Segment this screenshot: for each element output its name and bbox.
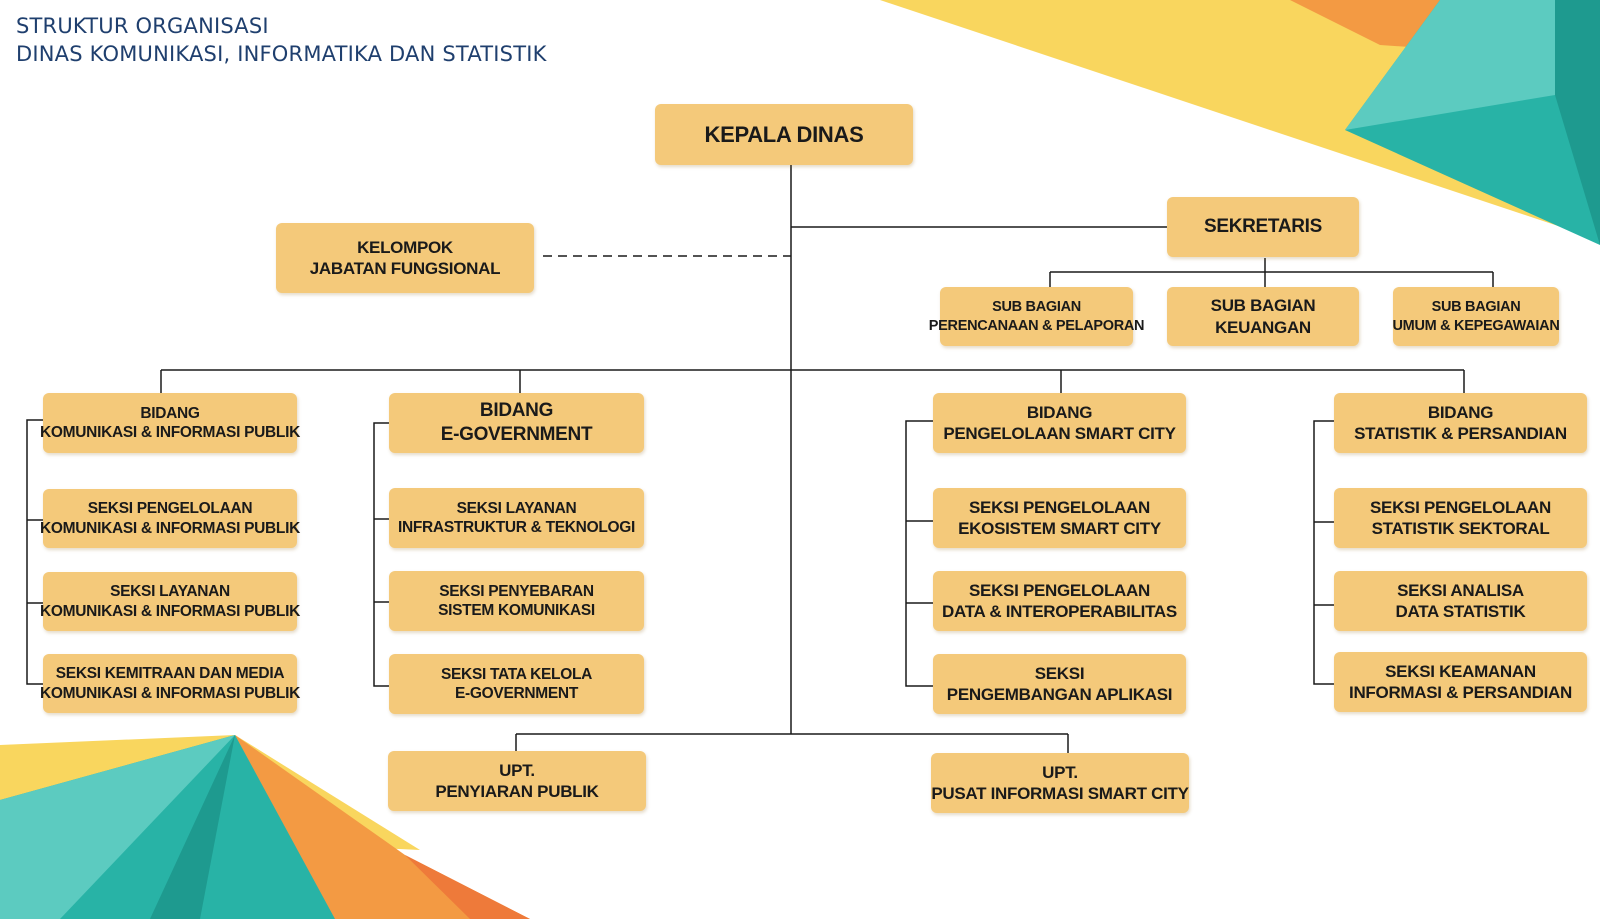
seksi-label-line-2: INFRASTRUKTUR & TEKNOLOGI: [397, 519, 636, 536]
seksi-box: SEKSI PENYEBARAN SISTEM KOMUNIKASI: [389, 571, 644, 631]
subbagian-label-line-1: SUB BAGIAN: [1431, 299, 1521, 316]
seksi-label-line-2: EKOSISTEM SMART CITY: [958, 519, 1161, 538]
bidang-label-line-2: STATISTIK & PERSANDIAN: [1354, 424, 1567, 443]
orange-shape-dark: [405, 855, 530, 919]
seksi-box: SEKSI KEMITRAAN DAN MEDIA KOMUNIKASI & I…: [40, 654, 300, 713]
bidang-3-bracket-line: [905, 420, 933, 687]
seksi-box: SEKSI PENGEMBANGAN APLIKASI: [933, 654, 1186, 714]
seksi-box: SEKSI PENGELOLAAN KOMUNIKASI & INFORMASI…: [40, 489, 300, 548]
seksi-label-line-1: SEKSI LAYANAN: [456, 499, 577, 517]
kepala-dinas-label: KEPALA DINAS: [704, 121, 864, 147]
seksi-label-line-1: SEKSI PENGELOLAAN: [87, 500, 253, 518]
subbagian-perencanaan-box: SUB BAGIAN PERENCANAAN & PELAPORAN: [929, 287, 1145, 346]
teal-shape-light: [1345, 0, 1555, 130]
upt-label-line-2: PUSAT INFORMASI SMART CITY: [931, 784, 1189, 803]
bidang-2-bracket-line: [373, 422, 389, 687]
seksi-label-line-2: DATA & INTEROPERABILITAS: [942, 602, 1177, 621]
seksi-label-line-1: SEKSI KEMITRAAN DAN MEDIA: [55, 665, 285, 683]
subbagian-keuangan-box: SUB BAGIAN KEUANGAN: [1167, 287, 1359, 346]
kepala-dinas-box: KEPALA DINAS: [655, 104, 913, 165]
seksi-label-line-1: SEKSI PENGELOLAAN: [969, 580, 1150, 600]
seksi-label-line-2: INFORMASI & PERSANDIAN: [1349, 683, 1572, 702]
teal-shape-shade: [1555, 0, 1600, 245]
kelompok-label-line-1: KELOMPOK: [357, 237, 453, 257]
seksi-box: SEKSI PENGELOLAAN EKOSISTEM SMART CITY: [933, 488, 1186, 548]
upt-label-line-1: UPT.: [1042, 762, 1078, 782]
seksi-box: SEKSI LAYANAN INFRASTRUKTUR & TEKNOLOGI: [389, 488, 644, 548]
teal-shape-light: [0, 735, 235, 919]
seksi-label-line-2: KOMUNIKASI & INFORMASI PUBLIK: [40, 602, 300, 620]
sekretaris-box: SEKRETARIS: [1167, 197, 1359, 257]
kelompok-label-line-2: JABATAN FUNGSIONAL: [309, 259, 501, 278]
seksi-label-line-2: PENGEMBANGAN APLIKASI: [946, 685, 1173, 704]
bidang-label-line-1: BIDANG: [479, 400, 554, 422]
bidang-label-line-2: KOMUNIKASI & INFORMASI PUBLIK: [40, 424, 300, 441]
bidang-e-government-box: BIDANG E-GOVERNMENT: [389, 393, 644, 453]
bidang-statistik-persandian-box: BIDANG STATISTIK & PERSANDIAN: [1334, 393, 1587, 453]
bidang-4-bracket-line: [1313, 420, 1334, 685]
upt-penyiaran-publik-box: UPT. PENYIARAN PUBLIK: [388, 751, 646, 811]
seksi-label-line-1: SEKSI PENGELOLAAN: [1370, 497, 1551, 517]
subbagian-label-line-2: PERENCANAAN & PELAPORAN: [928, 317, 1145, 334]
subbagian-label-line-2: KEUANGAN: [1215, 317, 1311, 337]
bottom-left-decoration: [0, 735, 530, 919]
seksi-box: SEKSI TATA KELOLA E-GOVERNMENT: [389, 654, 644, 714]
kelompok-jabatan-fungsional-box: KELOMPOK JABATAN FUNGSIONAL: [276, 223, 534, 293]
seksi-box: SEKSI ANALISA DATA STATISTIK: [1334, 571, 1587, 631]
bidang-label-line-1: BIDANG: [1026, 402, 1093, 422]
seksi-box: SEKSI PENGELOLAAN STATISTIK SEKTORAL: [1334, 488, 1587, 548]
seksi-label-line-1: SEKSI TATA KELOLA: [440, 665, 593, 683]
bidang-label-line-2: PENGELOLAAN SMART CITY: [943, 424, 1176, 443]
upt-label-line-2: PENYIARAN PUBLIK: [435, 782, 599, 801]
seksi-label-line-1: SEKSI KEAMANAN: [1385, 661, 1536, 681]
page-title-line-2: DINAS KOMUNIKASI, INFORMATIKA DAN STATIS…: [16, 42, 547, 66]
seksi-label-line-2: E-GOVERNMENT: [455, 685, 578, 702]
bidang-label-line-1: BIDANG: [1427, 402, 1494, 422]
bidang-label-line-1: BIDANG: [140, 404, 200, 422]
seksi-label-line-1: SEKSI PENYEBARAN: [439, 582, 594, 600]
subbagian-label-line-2: UMUM & KEPEGAWAIAN: [1392, 317, 1560, 334]
seksi-label-line-2: KOMUNIKASI & INFORMASI PUBLIK: [40, 684, 300, 702]
bidang-pengelolaan-smart-city-box: BIDANG PENGELOLAAN SMART CITY: [933, 393, 1186, 453]
subbagian-label-line-1: SUB BAGIAN: [1210, 296, 1316, 316]
seksi-label-line-2: STATISTIK SEKTORAL: [1371, 519, 1550, 538]
bidang-1-bracket-line: [26, 419, 43, 685]
seksi-label-line-1: SEKSI: [1034, 663, 1085, 683]
upt-label-line-1: UPT.: [499, 760, 535, 780]
seksi-label-line-2: DATA STATISTIK: [1395, 602, 1526, 621]
seksi-box: SEKSI KEAMANAN INFORMASI & PERSANDIAN: [1334, 652, 1587, 712]
seksi-label-line-2: KOMUNIKASI & INFORMASI PUBLIK: [40, 519, 300, 537]
bidang-komunikasi-informasi-publik-box: BIDANG KOMUNIKASI & INFORMASI PUBLIK: [40, 393, 300, 453]
seksi-box: SEKSI LAYANAN KOMUNIKASI & INFORMASI PUB…: [40, 572, 300, 631]
teal-shape-shade: [150, 735, 235, 919]
top-right-decoration: [880, 0, 1600, 245]
seksi-label-line-1: SEKSI PENGELOLAAN: [969, 497, 1150, 517]
subbagian-umum-kepegawaian-box: SUB BAGIAN UMUM & KEPEGAWAIAN: [1392, 287, 1560, 346]
subbagian-label-line-1: SUB BAGIAN: [992, 299, 1081, 316]
upt-pusat-informasi-smart-city-box: UPT. PUSAT INFORMASI SMART CITY: [931, 753, 1189, 813]
sekretaris-label: SEKRETARIS: [1203, 216, 1323, 238]
seksi-label-line-1: SEKSI ANALISA: [1397, 580, 1524, 600]
page-title-line-1: STRUKTUR ORGANISASI: [16, 14, 269, 38]
seksi-label-line-2: SISTEM KOMUNIKASI: [438, 602, 595, 619]
seksi-label-line-1: SEKSI LAYANAN: [110, 583, 230, 601]
seksi-box: SEKSI PENGELOLAAN DATA & INTEROPERABILIT…: [933, 571, 1186, 631]
bidang-label-line-2: E-GOVERNMENT: [440, 424, 593, 445]
